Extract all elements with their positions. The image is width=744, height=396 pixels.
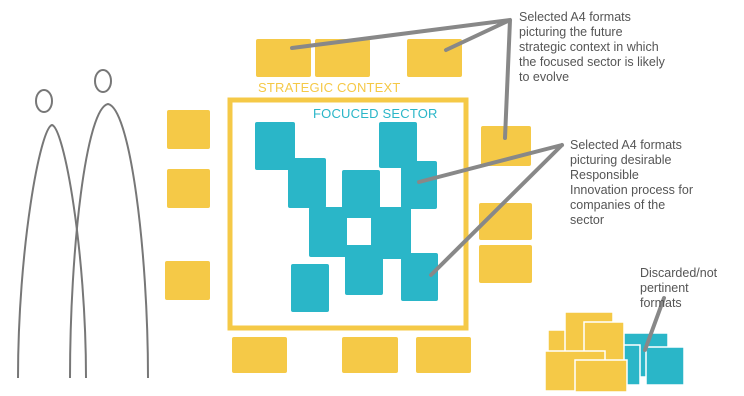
center-gap	[348, 219, 367, 243]
teal-card	[645, 346, 685, 386]
strategic-annotation: Selected A4 formats picturing the future…	[519, 10, 665, 84]
yellow-card	[416, 337, 471, 373]
pointer-line-discarded	[643, 296, 666, 352]
yellow-card	[479, 245, 532, 283]
teal-card	[255, 122, 295, 170]
person-body-left	[17, 123, 87, 379]
focused-sector-title: FOCUCED SECTOR	[313, 106, 438, 121]
teal-card	[401, 253, 438, 301]
teal-card	[309, 207, 347, 257]
teal-card	[288, 158, 326, 208]
yellow-card	[167, 110, 210, 149]
teal-card	[342, 170, 380, 218]
discarded-annotation: Discarded/not pertinent formats	[640, 266, 718, 310]
yellow-card	[315, 39, 370, 77]
teal-card	[401, 161, 437, 209]
yellow-card	[165, 261, 210, 300]
teal-card	[291, 264, 329, 312]
person-head-right	[94, 69, 112, 93]
pointer-line-focused	[417, 143, 564, 277]
teal-card	[345, 245, 383, 295]
people-figures	[17, 69, 149, 379]
discarded-pile	[544, 311, 685, 393]
focused-sector-cards	[255, 122, 438, 312]
yellow-card	[342, 337, 398, 373]
strategic-context-frame	[227, 97, 469, 331]
strategic-context-title: STRATEGIC CONTEXT	[258, 80, 401, 95]
yellow-card	[574, 359, 628, 393]
person-head-left	[35, 89, 53, 113]
teal-card	[379, 122, 417, 168]
person-body-right	[69, 102, 149, 379]
pointer-line-strategic	[290, 18, 512, 140]
pointer-lines	[290, 18, 666, 352]
yellow-card	[232, 337, 287, 373]
yellow-card	[167, 169, 210, 208]
focused-annotation: Selected A4 formats picturing desirable …	[570, 138, 693, 227]
